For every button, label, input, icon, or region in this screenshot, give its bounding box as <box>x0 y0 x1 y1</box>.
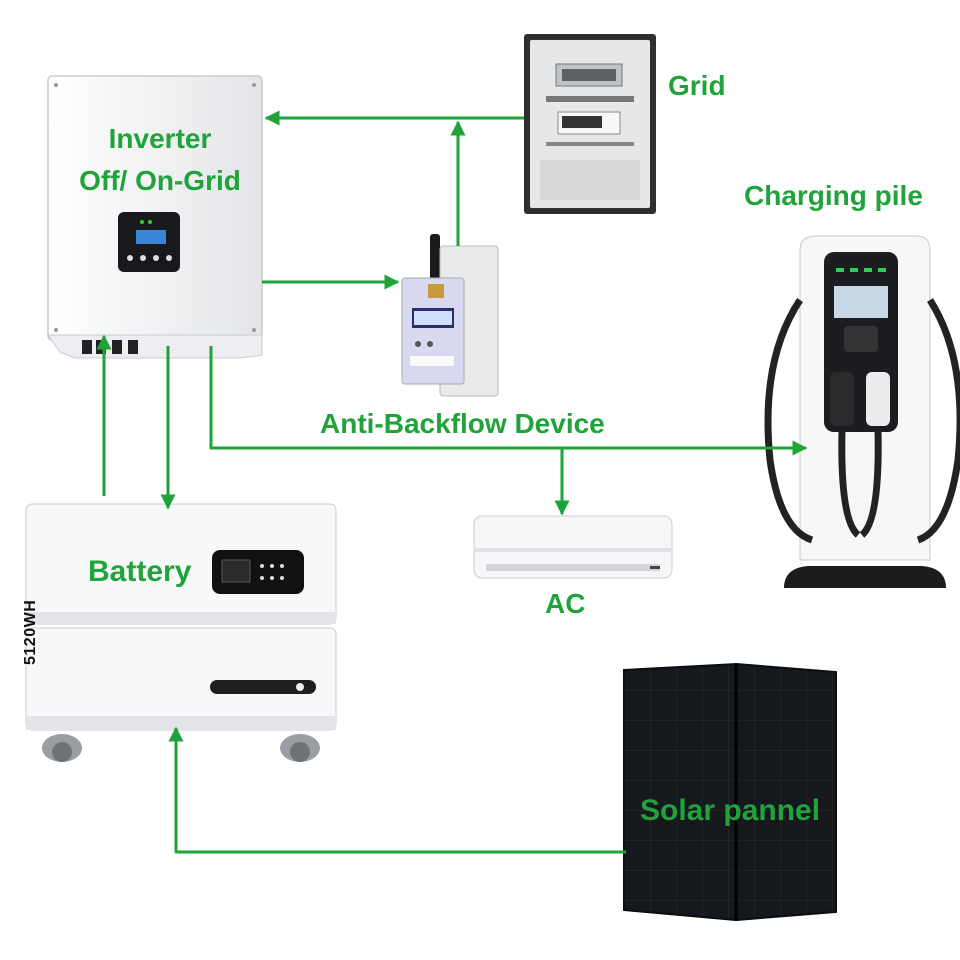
battery-label: Battery <box>88 555 192 588</box>
ac-unit-device <box>473 515 673 579</box>
anti-backflow-device-shape <box>401 234 499 397</box>
ac-label: AC <box>545 588 586 619</box>
battery-device <box>25 503 337 762</box>
grid-label: Grid <box>668 70 726 101</box>
inverter-label-line1: Inverter <box>108 123 212 154</box>
arrow-solar-to-battery <box>168 726 626 854</box>
inverter-device <box>47 75 263 359</box>
charging-pile-device <box>764 235 960 588</box>
battery-capacity-label: 5120WH <box>22 599 39 665</box>
arrow-inverter-to-charging-pile <box>209 346 808 456</box>
charging-pile-label: Charging pile <box>744 180 923 211</box>
inverter-label-line2: Off/ On-Grid <box>79 165 241 196</box>
grid-meter-device <box>524 34 656 214</box>
inverter-label: Inverter Off/ On-Grid <box>60 118 260 202</box>
flow-arrows <box>96 110 808 854</box>
anti-backflow-label: Anti-Backflow Device <box>320 408 605 439</box>
solar-panel-label: Solar pannel <box>640 794 821 827</box>
solar-panel-device <box>623 662 837 922</box>
